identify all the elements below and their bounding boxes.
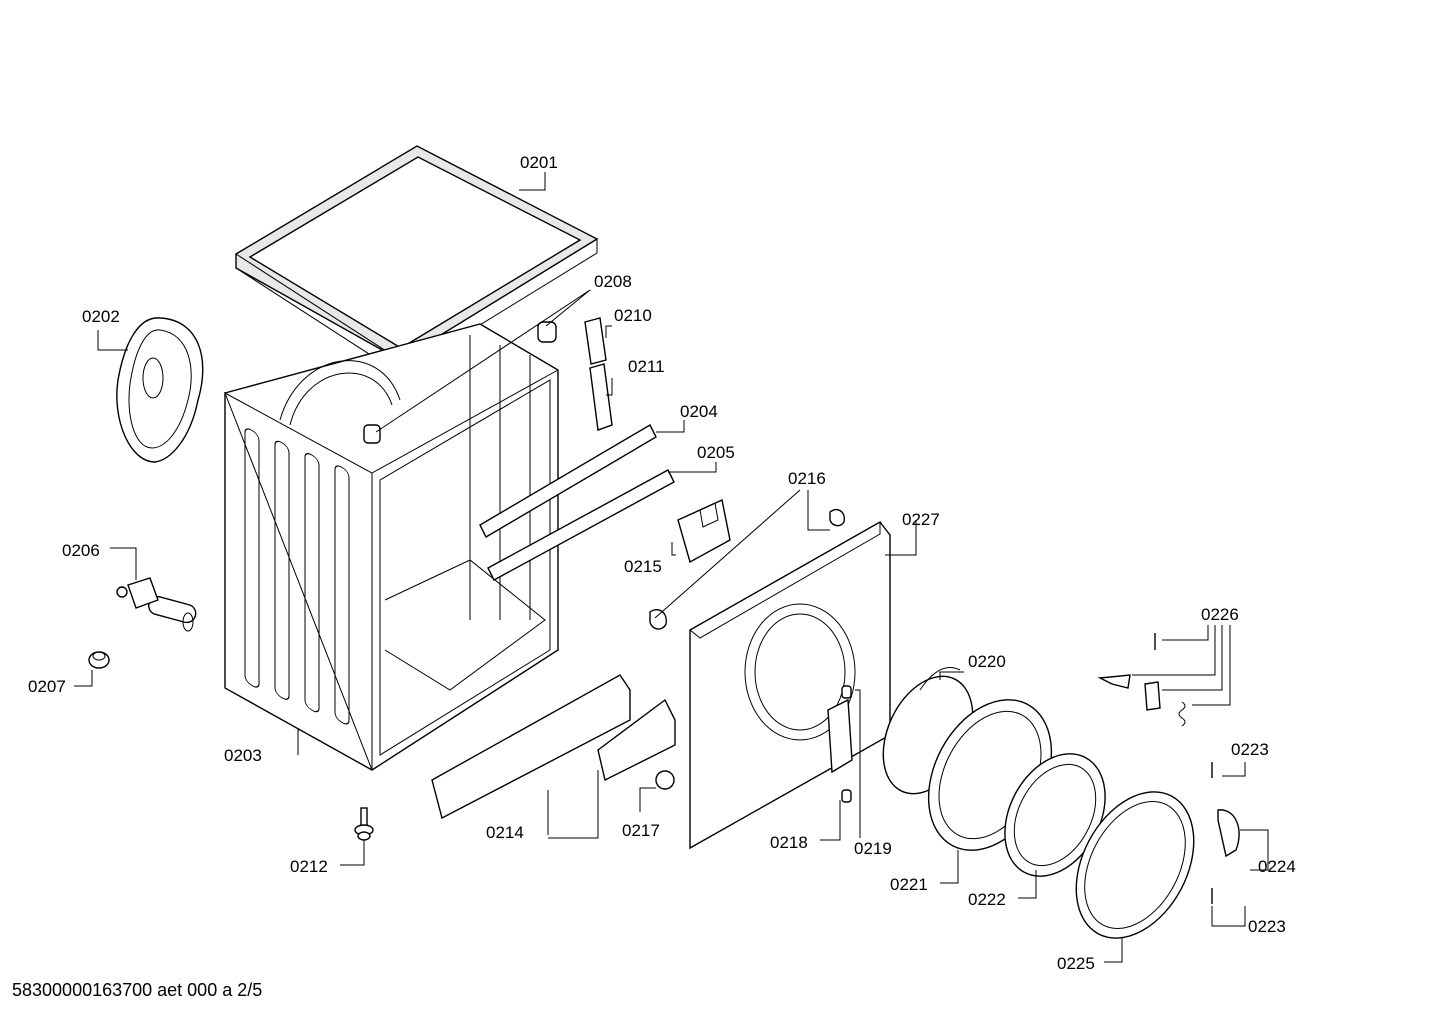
label-0203: 0203 [224,746,262,765]
part-0222-door-frame [1004,753,1106,877]
label-0222: 0222 [968,890,1006,909]
label-0215: 0215 [624,557,662,576]
part-0202-rear-panel [116,317,204,463]
label-0212: 0212 [290,857,328,876]
part-0210-bracket [584,317,607,365]
part-0205-rail [487,469,675,581]
label-0210: 0210 [614,306,652,325]
label-0205: 0205 [697,443,735,462]
part-0203-cabinet [224,323,559,771]
part-0214-dispenser-panel [431,674,676,820]
part-0215-door-lock [677,498,731,564]
part-0217-knob [655,770,675,790]
part-labels: 0201 0202 0203 0204 0205 0206 0207 0208 … [28,153,1296,973]
label-0227: 0227 [902,510,940,529]
label-0220: 0220 [968,652,1006,671]
label-0224: 0224 [1258,857,1296,876]
label-0204: 0204 [680,402,718,421]
part-0227-front-panel [689,521,891,850]
part-0208-brackets [363,321,557,444]
label-0207: 0207 [28,677,66,696]
label-0208: 0208 [594,272,632,291]
label-0223-top: 0223 [1231,740,1269,759]
part-0204-rail [479,424,657,538]
part-0211-bracket [589,363,613,431]
part-0225-outer-ring [1075,791,1195,939]
label-0221: 0221 [890,875,928,894]
part-0218-bushing [841,789,852,803]
label-0217: 0217 [622,821,660,840]
part-0216-clips [649,508,845,630]
part-0201-top-cover [235,145,599,375]
label-0201: 0201 [520,153,558,172]
label-0226: 0226 [1201,605,1239,624]
label-0216: 0216 [788,469,826,488]
label-0219: 0219 [854,839,892,858]
label-0202: 0202 [82,307,120,326]
label-0223-bottom: 0223 [1248,917,1286,936]
part-0226-hinge-parts [1097,633,1186,727]
leader-lines [74,172,1269,963]
label-0214: 0214 [486,823,524,842]
label-0206: 0206 [62,541,100,560]
part-0206-heater-assembly [116,577,197,632]
part-0224-handle [1217,809,1240,858]
part-0207-foot [88,651,110,669]
label-0225: 0225 [1057,954,1095,973]
document-reference: 58300000163700 aet 000 a 2/5 [12,980,263,1000]
label-0211: 0211 [628,357,665,376]
part-0212-foot-screw [354,807,374,841]
label-0218: 0218 [770,833,808,852]
part-0219-bushing [841,685,852,699]
